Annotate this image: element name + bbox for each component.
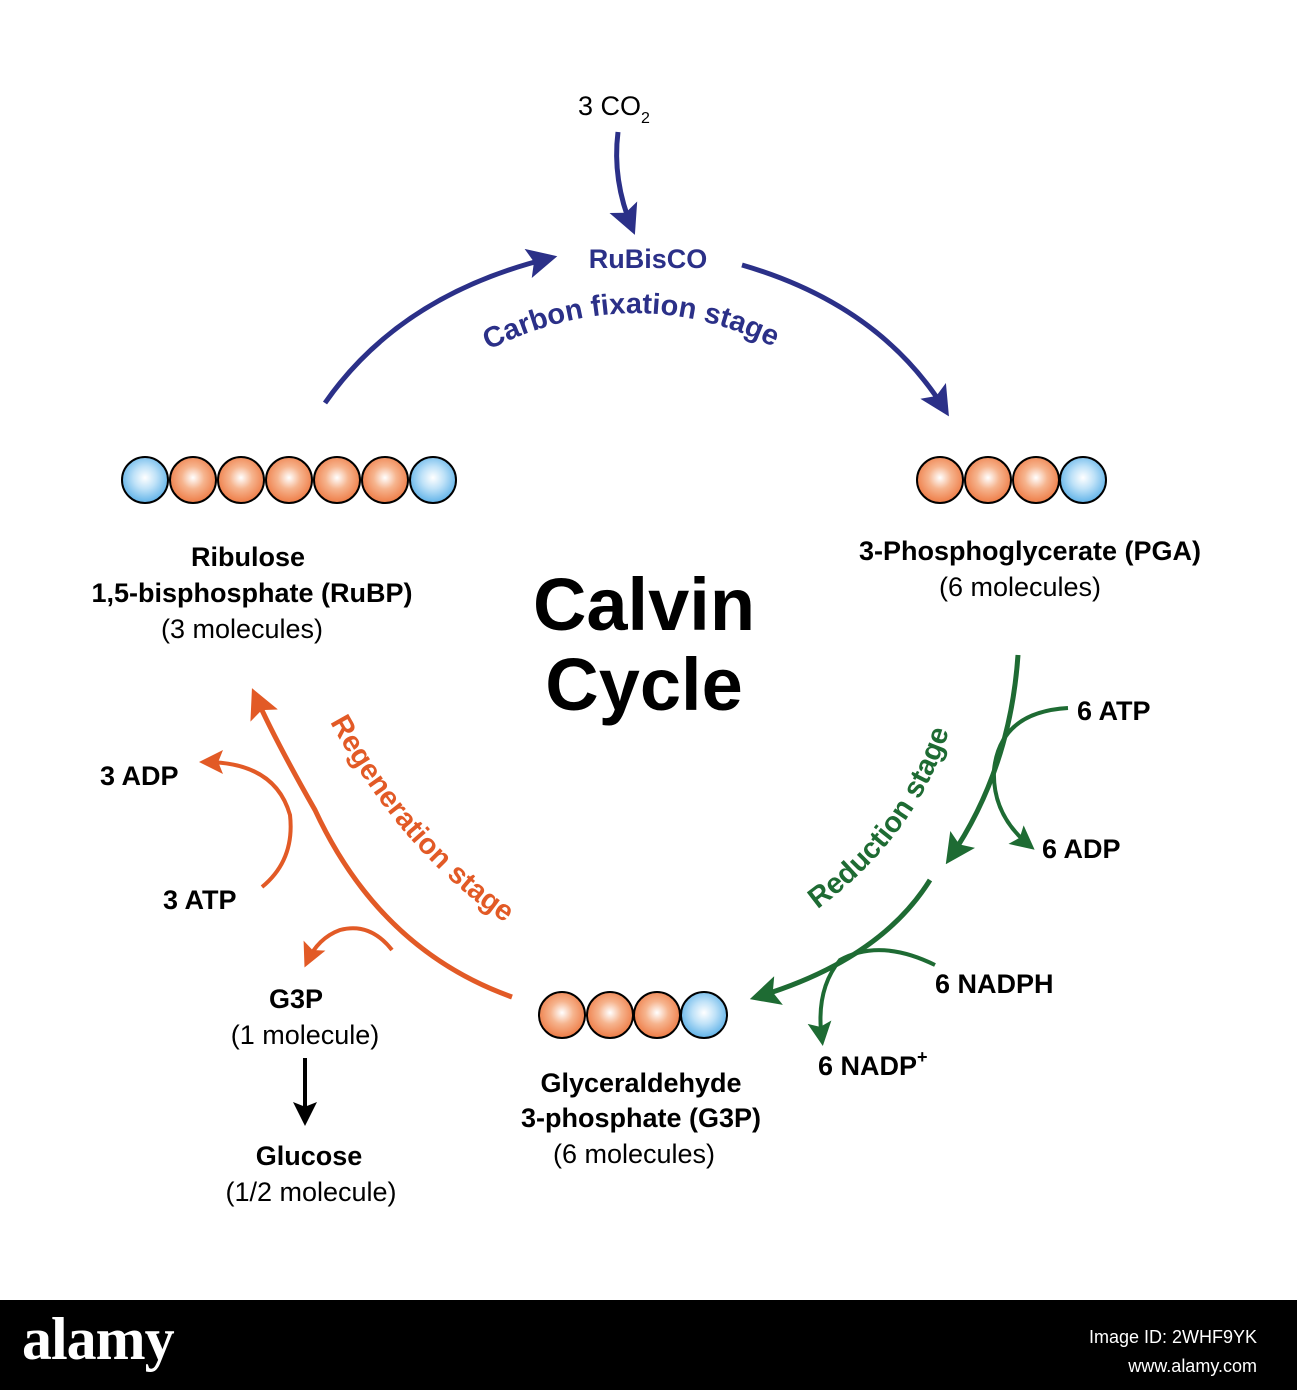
rubp-name-line2: 1,5-bisphosphate (RuBP)	[91, 578, 412, 608]
carbon-sphere	[361, 456, 409, 504]
g3p-name-line2: 3-phosphate (G3P)	[521, 1103, 761, 1133]
g3p-count: (6 molecules)	[553, 1139, 715, 1169]
carbon-sphere	[169, 456, 217, 504]
glucose-name: Glucose	[256, 1141, 363, 1171]
regeneration-stage-label: Regeneration stage	[324, 710, 520, 929]
carbon-sphere	[538, 991, 586, 1039]
carbon-fixation-stage-label: Carbon fixation stage	[478, 288, 785, 356]
regeneration-arrows	[199, 688, 513, 1000]
glucose-count: (1/2 molecule)	[225, 1177, 396, 1207]
alamy-logo[interactable]: alamy	[22, 1306, 175, 1372]
rubp-count: (3 molecules)	[161, 614, 323, 644]
atp-to-adp-side-arrow	[991, 706, 1069, 850]
carbon-fixation-arrows	[322, 131, 949, 417]
g3p-output-name: G3P	[269, 984, 323, 1014]
carbon-sphere	[586, 991, 634, 1039]
atp-reduction-label: 6 ATP	[1077, 696, 1151, 726]
reduction-to-g3p-arrow	[749, 878, 933, 1005]
rubisco-label: RuBisCO	[589, 244, 708, 274]
adp-regeneration-label: 3 ADP	[100, 761, 179, 791]
g3p-name-line1: Glyceraldehyde	[540, 1068, 741, 1098]
pga-count: (6 molecules)	[939, 572, 1101, 602]
adp-reduction-label: 6 ADP	[1042, 834, 1121, 864]
atp-regeneration-label: 3 ATP	[163, 885, 237, 915]
title-line1: Calvin	[533, 563, 755, 646]
nadp-label: 6 NADP+	[818, 1047, 928, 1081]
atp-to-adp-regeneration-arrow	[199, 750, 293, 889]
nadph-to-nadp-side-arrow	[807, 948, 936, 1046]
co2-label: 3 CO2	[578, 91, 650, 127]
g3p-molecule-chain	[538, 991, 728, 1039]
rubp-to-rubisco-arrow	[322, 248, 558, 405]
rubp-molecule-chain	[121, 456, 457, 504]
g3p-output-count: (1 molecule)	[231, 1020, 380, 1050]
reduction-arrows	[749, 654, 1069, 1046]
image-id: Image ID: 2WHF9YK	[1088, 1327, 1257, 1347]
title-line2: Cycle	[545, 643, 742, 726]
phosphate-sphere	[1059, 456, 1107, 504]
carbon-sphere	[313, 456, 361, 504]
pga-to-reduction-arrow	[945, 654, 1021, 865]
co2-input-arrow	[609, 131, 638, 235]
carbon-sphere	[964, 456, 1012, 504]
phosphate-sphere	[680, 991, 728, 1039]
carbon-sphere	[1012, 456, 1060, 504]
carbon-sphere	[217, 456, 265, 504]
calvin-cycle-diagram: 3 CO2 RuBisCO Carbon fixation stage Redu…	[91, 91, 1201, 1207]
g3p-output-arrow	[303, 926, 394, 968]
carbon-sphere	[916, 456, 964, 504]
phosphate-sphere	[121, 456, 169, 504]
reduction-stage-label: Reduction stage	[802, 723, 956, 915]
footer-url-link[interactable]: www.alamy.com	[1128, 1356, 1257, 1376]
nadph-label: 6 NADPH	[935, 969, 1054, 999]
carbon-sphere	[265, 456, 313, 504]
pga-molecule-chain	[916, 456, 1107, 504]
g3p-to-rubp-arrow	[250, 688, 513, 1000]
phosphate-sphere	[409, 456, 457, 504]
pga-name: 3-Phosphoglycerate (PGA)	[859, 536, 1201, 566]
rubp-name-line1: Ribulose	[191, 542, 305, 572]
footer-bar	[0, 1300, 1297, 1390]
carbon-sphere	[633, 991, 681, 1039]
rubisco-to-pga-arrow	[741, 262, 949, 417]
